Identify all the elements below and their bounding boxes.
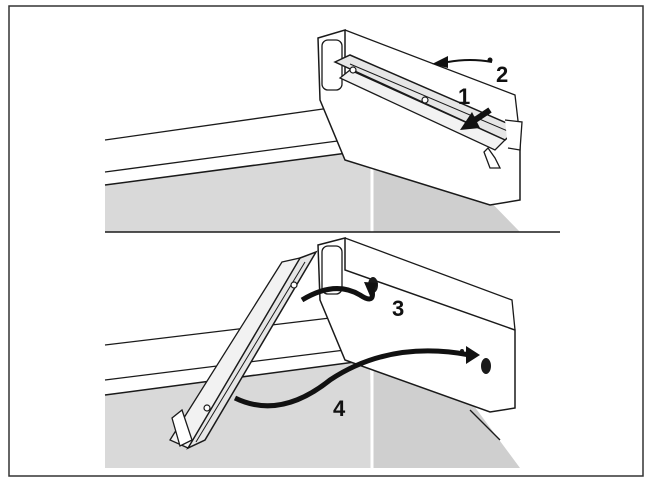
bottom-side-wall xyxy=(317,237,516,413)
arrow-3-curve xyxy=(300,286,375,303)
bottom-rail-rivet-1 xyxy=(290,281,298,289)
bottom-panel: 3 4 xyxy=(104,237,520,468)
arrow-4-head xyxy=(466,346,480,364)
top-rail-rivet-1 xyxy=(349,66,357,74)
top-side-wall xyxy=(317,28,521,206)
top-bracket-slot xyxy=(321,39,343,91)
top-door-line-1 xyxy=(104,107,331,141)
top-cavity-back xyxy=(105,150,372,232)
step-label-3: 3 xyxy=(392,296,404,321)
top-rail-lower xyxy=(338,69,507,151)
top-rail-end-clip xyxy=(504,119,523,151)
arrow-3-head xyxy=(364,282,378,296)
step-label-4: 4 xyxy=(333,396,346,421)
arrow-1-head xyxy=(460,112,480,130)
top-rail-hook xyxy=(483,146,502,169)
arrow-2-dot xyxy=(487,57,493,63)
bottom-side-wall-edge xyxy=(344,237,516,331)
step-label-2: 2 xyxy=(496,62,508,87)
bottom-rail-groove xyxy=(195,261,306,443)
bottom-rail-hook xyxy=(171,408,193,447)
arrow-2-head xyxy=(432,56,448,68)
bottom-rail-side xyxy=(169,257,302,449)
bottom-bracket-slot xyxy=(321,245,343,295)
bottom-lower-edge xyxy=(469,409,501,441)
top-rail-rivet-2 xyxy=(421,96,429,104)
bottom-cavity-side xyxy=(372,360,520,468)
top-panel: 1 2 xyxy=(104,28,560,233)
bottom-rail-rivet-2 xyxy=(203,404,211,412)
lower-mount-hole xyxy=(481,358,491,374)
bottom-door-line-1 xyxy=(104,317,331,346)
step-label-1: 1 xyxy=(458,84,470,109)
top-rail-groove xyxy=(349,63,511,133)
arrow-4-curve xyxy=(233,348,471,409)
